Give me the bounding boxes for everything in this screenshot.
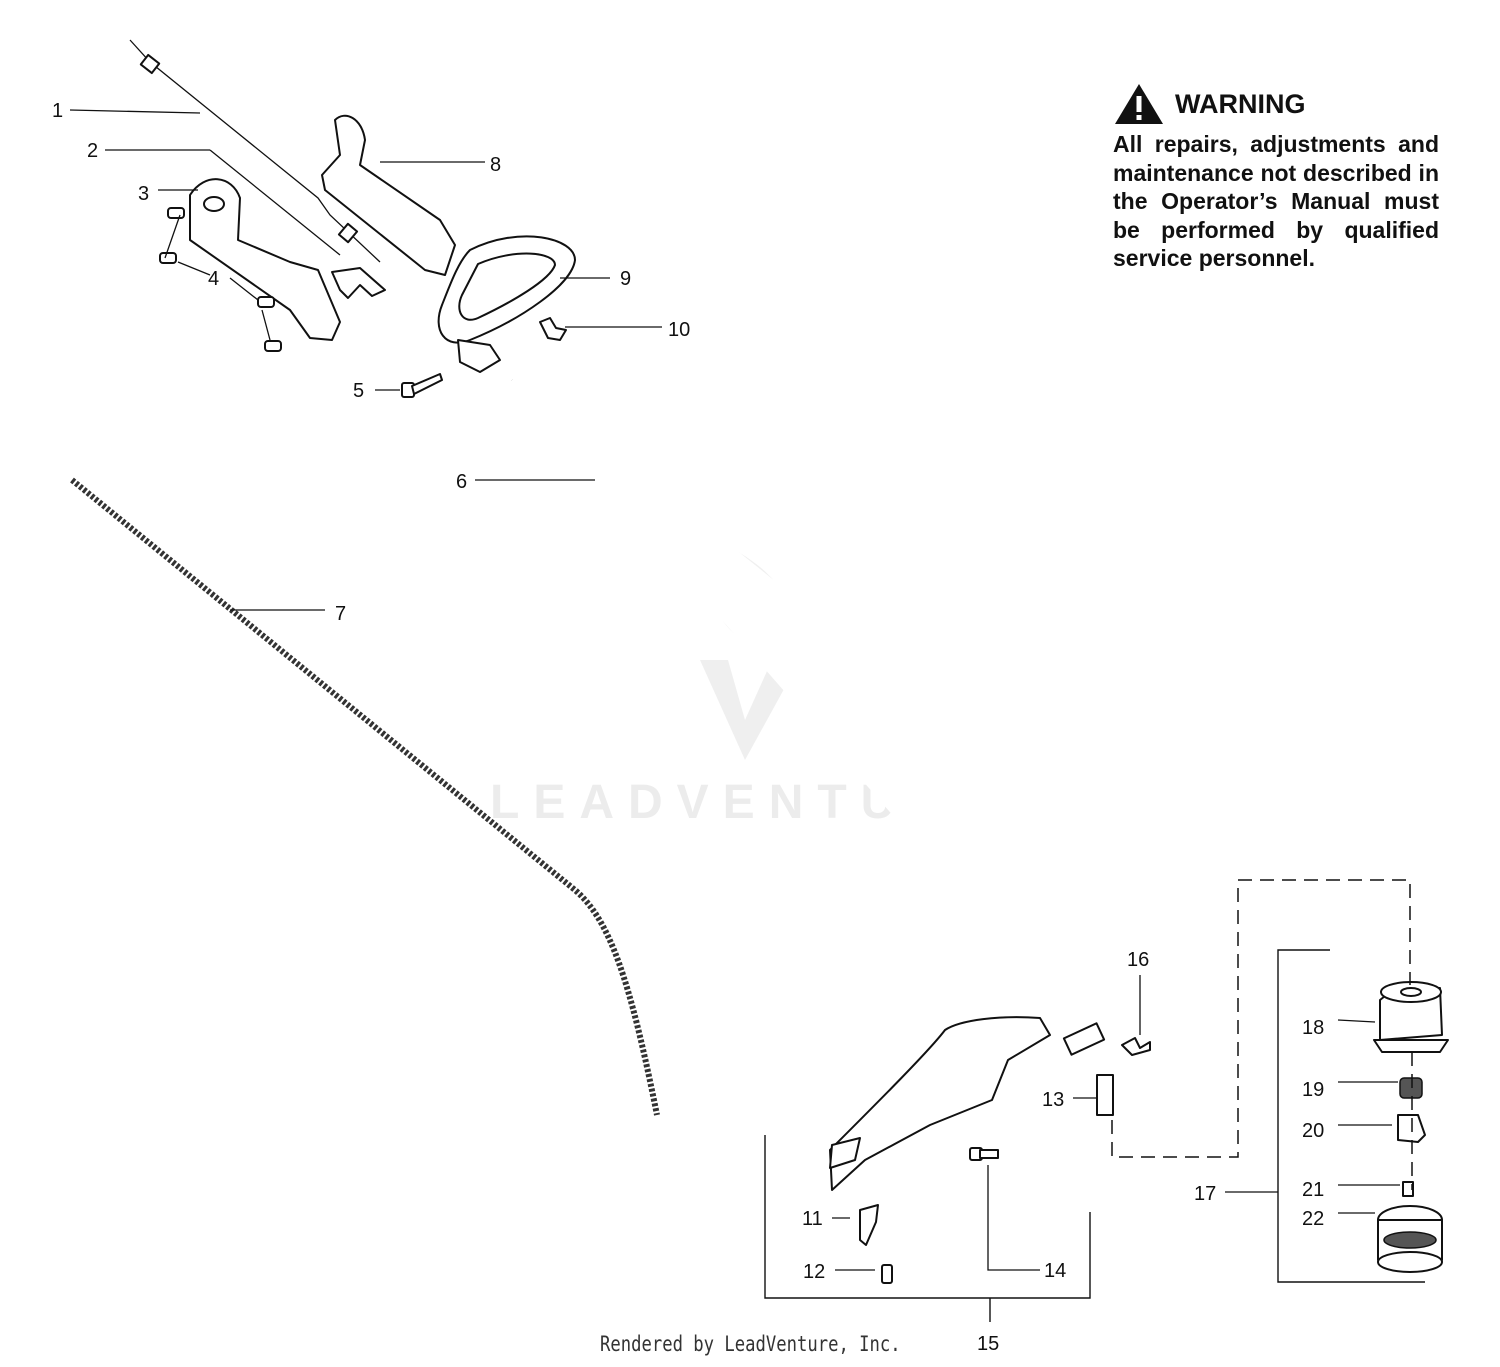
debris-guard xyxy=(829,1016,1051,1191)
callout-4: 4 xyxy=(208,268,219,290)
callout-1: 1 xyxy=(52,100,63,122)
warning-triangle-icon xyxy=(1115,84,1163,124)
footer-credit: Rendered by LeadVenture, Inc. xyxy=(600,1332,901,1356)
callout-2: 2 xyxy=(87,140,98,162)
callout-20: 20 xyxy=(1302,1120,1324,1142)
callout-5: 5 xyxy=(353,380,364,402)
kit-bracket-17 xyxy=(1277,949,1425,1283)
assist-handle xyxy=(437,235,576,373)
callout-7: 7 xyxy=(335,603,346,625)
guard-mount-screw xyxy=(969,1147,999,1161)
callout-13: 13 xyxy=(1042,1089,1064,1111)
warning-text: All repairs, adjustments and maintenance… xyxy=(1113,131,1439,271)
trimmer-head-housing xyxy=(1373,981,1449,1053)
callout-14: 14 xyxy=(1044,1260,1066,1282)
warning-heading: WARNING xyxy=(1113,82,1439,126)
assembly-line-upper xyxy=(1238,879,1411,985)
callout-22: 22 xyxy=(1302,1208,1324,1230)
throttle-cable xyxy=(129,39,381,263)
callout-17: 17 xyxy=(1194,1183,1216,1205)
spring xyxy=(1399,1077,1423,1099)
thumb-screw xyxy=(1121,1037,1151,1056)
assembly-line-lower xyxy=(1111,880,1239,1158)
drive-shaft-tube xyxy=(511,379,1086,1036)
guard-screw xyxy=(881,1264,893,1284)
throttle-trigger xyxy=(331,267,386,299)
shaft-clamp xyxy=(1062,1022,1114,1116)
handle-bolt xyxy=(401,373,443,398)
callout-10: 10 xyxy=(668,319,690,341)
warning-box: WARNING All repairs, adjustments and mai… xyxy=(1113,82,1439,273)
callout-11: 11 xyxy=(802,1208,823,1230)
callout-18: 18 xyxy=(1302,1017,1324,1039)
wing-nut xyxy=(539,317,567,341)
callout-15: 15 xyxy=(977,1333,999,1355)
flex-drive-cable xyxy=(70,477,660,1116)
kit-bracket-15 xyxy=(764,1135,1091,1299)
callout-12: 12 xyxy=(803,1261,825,1283)
callout-16: 16 xyxy=(1127,949,1149,971)
spool-retainer xyxy=(1402,1181,1414,1197)
callout-21: 21 xyxy=(1302,1179,1324,1201)
leader-lines xyxy=(69,109,1400,1271)
callout-3: 3 xyxy=(138,183,149,205)
handle-hole xyxy=(203,196,225,212)
drive-shaft-tube-inner xyxy=(506,373,1093,1037)
handle-screws xyxy=(159,207,282,352)
callout-8: 8 xyxy=(490,154,501,176)
callout-6: 6 xyxy=(456,471,467,493)
callout-19: 19 xyxy=(1302,1079,1324,1101)
callout-labels: 1 2 3 4 5 6 7 8 9 10 11 12 13 14 15 16 1… xyxy=(52,100,1324,1355)
handle-half-right xyxy=(321,114,456,276)
line-cutter xyxy=(859,1204,879,1246)
handle-half-left xyxy=(189,178,341,341)
line-spool xyxy=(1377,1205,1443,1273)
warning-title: WARNING xyxy=(1175,88,1306,119)
callout-9: 9 xyxy=(620,268,631,290)
